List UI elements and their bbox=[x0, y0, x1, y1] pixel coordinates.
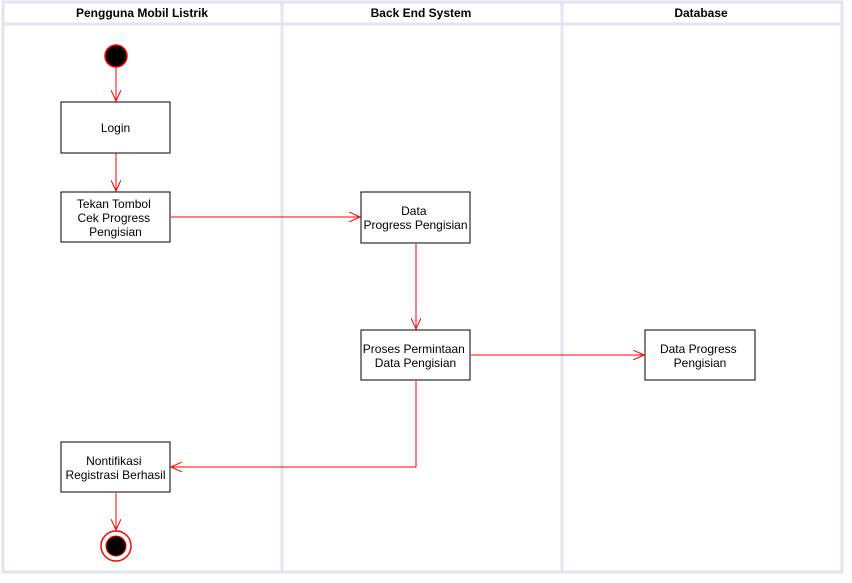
node-tekan-tombol[interactable]: Tekan Tombol Cek Progress Pengisian bbox=[60, 191, 171, 243]
node-login-text: Login bbox=[101, 121, 130, 135]
node-notifikasi-text-1: Nontifikasi bbox=[86, 454, 141, 468]
node-data-progress-text-2: Progress Pengisian bbox=[363, 218, 467, 232]
start-node bbox=[104, 44, 128, 68]
swimlane-database: Database bbox=[560, 0, 844, 574]
node-tekan-text-1: Tekan Tombol bbox=[77, 197, 151, 211]
svg-text:Proses Permintaan Data P: Proses Permintaan Data Pengisian bbox=[363, 342, 468, 370]
node-proses-text-1: Proses Permintaan bbox=[363, 342, 465, 356]
svg-text:Nontifikasi Registrasi B: Nontifikasi Registrasi Berhasil bbox=[65, 454, 165, 482]
swimlane-title-backend: Back End System bbox=[371, 6, 472, 20]
swimlane-title-pengguna: Pengguna Mobil Listrik bbox=[76, 6, 208, 20]
node-proses-text-2: Data Pengisian bbox=[375, 356, 456, 370]
node-db-data-progress[interactable]: Data Progress Pengisian bbox=[644, 329, 756, 381]
node-proses-permintaan[interactable]: Proses Permintaan Data Pengisian bbox=[360, 329, 471, 381]
svg-text:Data Progress Pengisian: Data Progress Pengisian bbox=[660, 342, 740, 370]
svg-text:Login: Login bbox=[101, 121, 130, 135]
node-data-progress-text-1: Data bbox=[401, 204, 427, 218]
node-tekan-text-3: Pengisian bbox=[89, 225, 142, 239]
node-data-progress[interactable]: Data Progress Pengisian bbox=[360, 191, 471, 244]
node-notifikasi[interactable]: Nontifikasi Registrasi Berhasil bbox=[60, 441, 171, 493]
swimlane-title-database: Database bbox=[674, 6, 728, 20]
node-login[interactable]: Login bbox=[60, 101, 171, 154]
end-node bbox=[100, 530, 132, 562]
swimlane-backend: Back End System bbox=[280, 0, 564, 574]
node-db-text-1: Data Progress bbox=[660, 342, 737, 356]
flow-proses-to-notifikasi bbox=[171, 381, 417, 467]
node-notifikasi-text-2: Registrasi Berhasil bbox=[65, 468, 165, 482]
svg-text:Tekan Tombol Cek Progres: Tekan Tombol Cek Progress Pengisian bbox=[77, 197, 154, 239]
svg-text:Data Progress Pengisian: Data Progress Pengisian bbox=[363, 204, 467, 232]
node-tekan-text-2: Cek Progress bbox=[77, 211, 150, 225]
node-db-text-2: Pengisian bbox=[674, 356, 727, 370]
